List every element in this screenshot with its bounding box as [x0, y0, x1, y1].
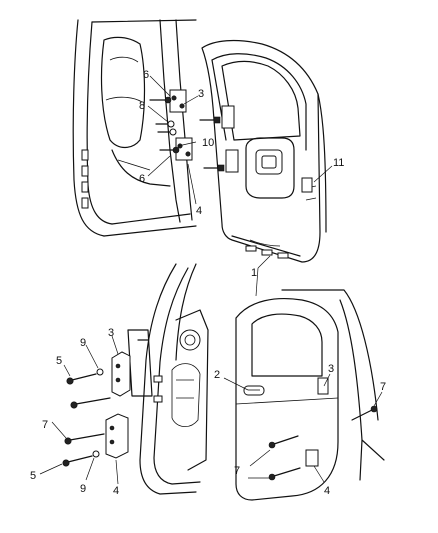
callout-11-top: 11 [333, 157, 344, 169]
callout-7-left-bottom-right: 7 [234, 465, 240, 477]
callout-labels: 6 3 8 10 6 4 11 1 3 9 5 7 5 9 4 2 3 7 7 … [30, 69, 386, 497]
callout-5-upper-bottom-left: 5 [56, 355, 62, 367]
callout-9-upper-bottom-left: 9 [80, 337, 86, 349]
callout-3-bottom-right: 3 [328, 363, 334, 375]
callout-10-top: 10 [202, 137, 214, 149]
bottom-left-hinge-view [39, 263, 209, 495]
callout-4-top: 4 [196, 205, 202, 217]
callout-4-bottom-right: 4 [324, 485, 330, 497]
callout-7-bottom-left: 7 [42, 419, 48, 431]
callout-1: 1 [251, 267, 257, 279]
callout-3-bottom-left: 3 [108, 327, 114, 339]
callout-9-lower-bottom-left: 9 [80, 483, 86, 495]
top-cab-opening-view [72, 19, 333, 263]
part-1-leader-upper [257, 255, 271, 269]
callout-7-right-bottom-right: 7 [380, 381, 386, 393]
callout-2-bottom-right: 2 [214, 369, 220, 381]
callout-8-top: 8 [139, 100, 145, 112]
callout-6-lower: 6 [139, 173, 145, 185]
part-1-leader [255, 267, 259, 297]
callout-3-top: 3 [198, 88, 204, 100]
callout-6-top: 6 [143, 69, 149, 81]
callout-4-bottom-left: 4 [113, 485, 119, 497]
bottom-right-door-view [223, 289, 385, 501]
callout-5-lower-bottom-left: 5 [30, 470, 36, 482]
